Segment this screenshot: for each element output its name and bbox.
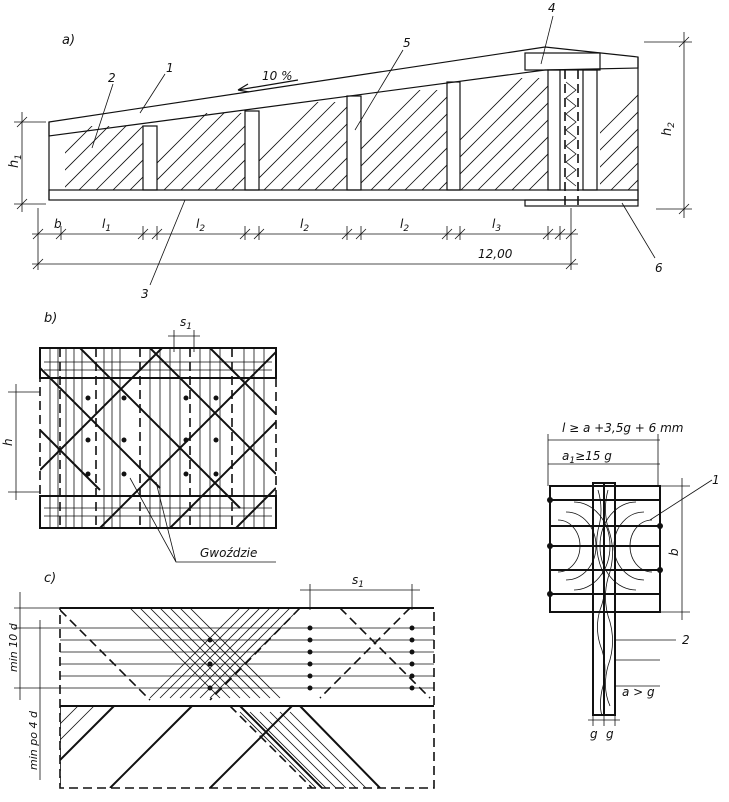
detail-ref-1: 1: [712, 473, 720, 487]
svg-text:s1: s1: [352, 573, 364, 590]
svg-text:l1: l1: [102, 217, 111, 234]
detail-ref-2: 2: [682, 633, 690, 647]
panel-b-nails: [85, 395, 219, 477]
web-hatch-4: [361, 90, 447, 190]
svg-text:l2: l2: [400, 217, 409, 234]
min-10d-label: min 10 d: [7, 622, 20, 672]
svg-text:h2: h2: [660, 122, 677, 136]
g-label-1: g: [590, 727, 598, 741]
callout-3: 3: [141, 287, 149, 301]
dim-b: b: [54, 217, 62, 231]
web-hatch-5: [460, 78, 548, 190]
dimension-chain: b l1 l2 l2 l2 l3 12,00: [32, 208, 578, 270]
svg-text:h1: h1: [7, 154, 24, 168]
panel-c-nails: [207, 625, 415, 691]
dim-span: 12,00: [478, 247, 513, 261]
panel-c-label: c): [44, 571, 56, 586]
panel-c-web: [60, 608, 434, 788]
support-block: [524, 199, 639, 207]
callout-1: 1: [166, 61, 174, 75]
stiffener-2: [244, 110, 260, 191]
panel-b-label: b): [44, 311, 57, 326]
slope-arrow: [237, 79, 299, 93]
top-chord: [48, 46, 639, 137]
panel-c-outline: [59, 607, 435, 789]
stiffener-4: [446, 81, 461, 191]
svg-text:l2: l2: [196, 217, 205, 234]
callout-4: 4: [548, 1, 556, 15]
callout-2: 2: [108, 71, 116, 85]
svg-text:l3: l3: [492, 217, 501, 234]
dimension-h1: h1: [7, 112, 46, 212]
bottom-chord: [48, 189, 639, 201]
stiffener-1: [142, 125, 158, 191]
formula-l: l ≥ a +3,5g + 6 mm: [562, 421, 683, 435]
web-hatch-3: [259, 102, 347, 190]
detail-nails: [547, 497, 663, 597]
detail-section: l ≥ a +3,5g + 6 mm a1≥15 g: [547, 421, 720, 741]
ridge-block: [524, 52, 601, 71]
nails-label: Gwoździe: [200, 546, 257, 560]
dimension-h2: h2: [644, 32, 692, 218]
stiffener-6: [582, 69, 598, 191]
a-gt-g-label: a > g: [622, 685, 655, 699]
panel-a: a): [7, 1, 692, 301]
stiffener-3: [346, 95, 362, 191]
panel-b-web: [40, 348, 276, 528]
web-hatch-2: [157, 113, 245, 190]
svg-text:l2: l2: [300, 217, 309, 234]
panel-b: b) s1 h Gwoździe: [1, 311, 277, 563]
web-hatch-6: [600, 94, 638, 190]
callout-6: 6: [655, 261, 663, 275]
detail-b: b: [667, 548, 681, 556]
slope-label: 10 %: [262, 69, 293, 83]
panel-b-h: h: [1, 438, 15, 446]
panel-a-label: a): [62, 33, 75, 48]
stiffener-5: [547, 69, 561, 191]
g-label-2: g: [606, 727, 614, 741]
panel-c: c) s1 min 10 d min po 4 d: [7, 571, 435, 789]
min-4d-label: min po 4 d: [27, 710, 40, 770]
web-hatch-1: [65, 126, 143, 190]
svg-text:s1: s1: [180, 315, 192, 332]
callout-5: 5: [403, 36, 411, 50]
svg-text:a1≥15 g: a1≥15 g: [562, 449, 612, 466]
